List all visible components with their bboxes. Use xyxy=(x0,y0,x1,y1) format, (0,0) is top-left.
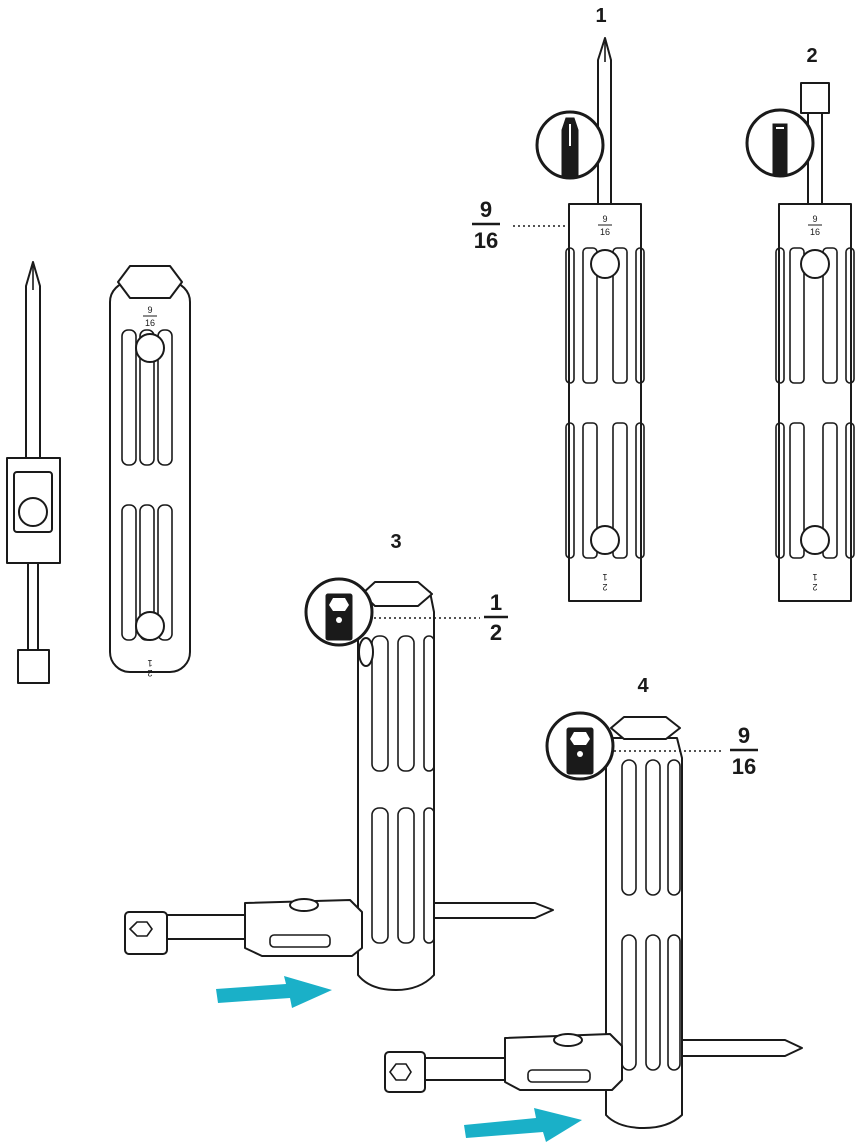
step-1-size-bottom-num: 1 xyxy=(602,572,607,582)
step-3-callout-den: 2 xyxy=(490,620,502,645)
hex-socket-icon xyxy=(306,579,372,645)
body-size-bottom-num: 1 xyxy=(147,658,152,668)
step-1-callout-num: 9 xyxy=(480,197,492,222)
step-2-size-top-num: 9 xyxy=(812,214,817,224)
body-size-bottom-den: 2 xyxy=(147,668,152,678)
step-2-size-bottom-num: 1 xyxy=(812,572,817,582)
phillips-bit-icon xyxy=(537,112,603,178)
step-3-callout-num: 1 xyxy=(490,590,502,615)
step-4-callout-num: 9 xyxy=(738,723,750,748)
loose-screwdriver-shaft xyxy=(7,262,60,683)
step-3-number: 3 xyxy=(390,531,401,553)
step-2-size-top-den: 16 xyxy=(810,227,820,237)
step-1-size-bottom-den: 2 xyxy=(602,582,607,592)
step-1: 1 9 16 1 2 9 16 xyxy=(472,5,644,601)
step-1-size-top-den: 16 xyxy=(600,227,610,237)
loose-tool-body: 9 16 1 2 xyxy=(110,266,190,678)
hex-socket-icon xyxy=(547,713,613,779)
step-2: 2 9 16 1 2 xyxy=(747,45,854,601)
step-2-size-bottom-den: 2 xyxy=(812,582,817,592)
hex-socket-icon xyxy=(747,110,813,176)
step-4-callout-den: 16 xyxy=(732,754,756,779)
step-2-number: 2 xyxy=(806,45,817,67)
step-1-size-top-num: 9 xyxy=(602,214,607,224)
body-size-top-num: 9 xyxy=(147,305,152,315)
body-size-top-den: 16 xyxy=(145,318,155,328)
step-1-number: 1 xyxy=(595,5,606,27)
push-arrow-icon xyxy=(216,976,332,1008)
step-1-callout-den: 16 xyxy=(474,228,498,253)
step-4-number: 4 xyxy=(637,675,649,697)
push-arrow-icon xyxy=(464,1108,582,1142)
